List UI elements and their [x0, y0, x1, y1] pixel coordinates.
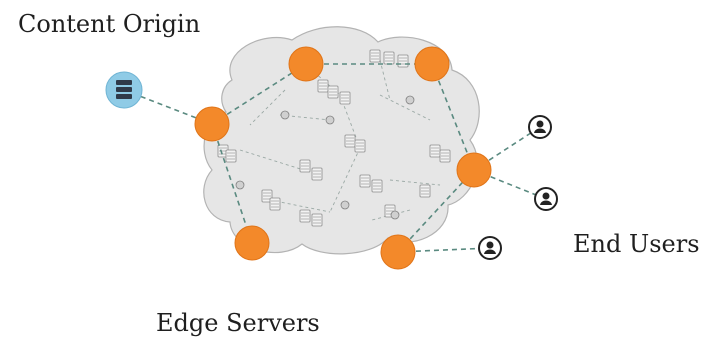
edge-server-node — [456, 152, 492, 188]
edge-server-node — [194, 106, 230, 142]
router-icon — [280, 110, 290, 120]
edge-server-node — [234, 225, 270, 261]
edge-servers — [194, 46, 492, 270]
user-icon — [534, 187, 558, 211]
end-users — [478, 115, 558, 260]
router-icon — [235, 180, 245, 190]
router-icon — [340, 200, 350, 210]
end-users-label: End Users — [573, 230, 700, 258]
network-cloud — [203, 26, 480, 255]
router-icon — [325, 115, 335, 125]
edge-server-node — [414, 46, 450, 82]
edge-server-node — [288, 46, 324, 82]
user-icon — [478, 236, 502, 260]
network-devices — [217, 49, 451, 227]
user-icon — [528, 115, 552, 139]
server-icon — [116, 80, 132, 99]
content-origin-label: Content Origin — [18, 10, 201, 38]
edge-server-node — [380, 234, 416, 270]
edge-servers-label: Edge Servers — [156, 309, 320, 337]
content-origin-node — [105, 71, 143, 109]
router-icon — [390, 210, 400, 220]
router-icon — [405, 95, 415, 105]
